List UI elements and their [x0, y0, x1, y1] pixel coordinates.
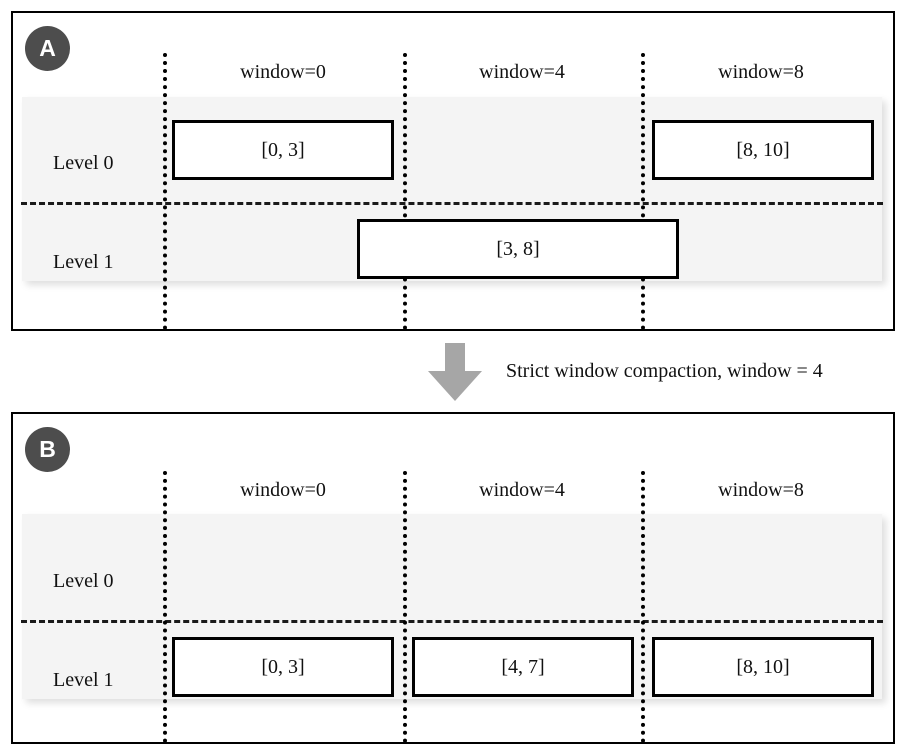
panel-a-level-label-0: Level 0: [53, 152, 114, 174]
panel-b-window-label-2: window=8: [718, 479, 804, 501]
panel-b-interval-box-4-7[interactable]: [4, 7]: [412, 637, 634, 697]
panel-b-interval-box-0-3[interactable]: [0, 3]: [172, 637, 394, 697]
panel-a: A window=0 window=4 window=8 Level 0 Lev…: [11, 11, 895, 331]
panel-a-interval-box-0-3[interactable]: [0, 3]: [172, 120, 394, 180]
panel-b-window-separator-0: [163, 471, 167, 743]
panel-b-level-label-1: Level 1: [53, 669, 114, 691]
panel-b-level-label-0: Level 0: [53, 570, 114, 592]
panel-b-interval-box-8-10[interactable]: [8, 10]: [652, 637, 874, 697]
panel-a-window-separator-2: [641, 53, 645, 330]
panel-a-level-divider: [21, 202, 883, 205]
panel-a-window-separator-1: [403, 53, 407, 330]
panel-a-badge: A: [25, 26, 70, 71]
panel-b-window-separator-2: [641, 471, 645, 743]
down-arrow-icon: [428, 343, 482, 401]
panel-b-badge: B: [25, 427, 70, 472]
panel-b-window-separator-1: [403, 471, 407, 743]
panel-b-window-label-1: window=4: [479, 479, 565, 501]
panel-b-window-label-0: window=0: [240, 479, 326, 501]
panel-a-window-label-1: window=4: [479, 61, 565, 83]
panel-a-interval-box-3-8[interactable]: [3, 8]: [357, 219, 679, 279]
panel-b: B window=0 window=4 window=8 Level 0 Lev…: [11, 412, 895, 744]
panel-a-window-separator-0: [163, 53, 167, 330]
panel-a-interval-box-8-10[interactable]: [8, 10]: [652, 120, 874, 180]
panel-a-level-label-1: Level 1: [53, 251, 114, 273]
transition-caption: Strict window compaction, window = 4: [506, 360, 823, 382]
panel-a-window-label-0: window=0: [240, 61, 326, 83]
panel-b-level-divider: [21, 620, 883, 623]
transition-group: Strict window compaction, window = 4: [0, 336, 906, 408]
panel-a-window-label-2: window=8: [718, 61, 804, 83]
